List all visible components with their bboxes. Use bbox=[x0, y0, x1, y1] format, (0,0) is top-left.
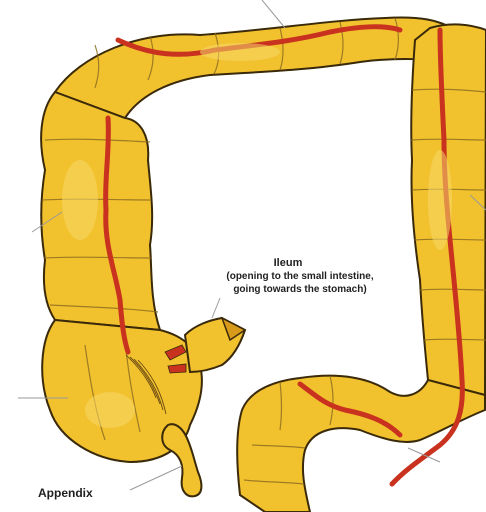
ileum-label-title: Ileum bbox=[274, 257, 303, 269]
ileum-label: Ileum (opening to the small intestine, g… bbox=[226, 257, 373, 295]
colon-illustration bbox=[41, 18, 486, 512]
ascending-colon bbox=[41, 92, 160, 330]
appendix-label: Appendix bbox=[38, 486, 93, 500]
ileum-label-line2: going towards the stomach) bbox=[233, 284, 366, 295]
sigmoid-colon bbox=[237, 376, 485, 512]
transverse-colon bbox=[55, 18, 455, 119]
appendix-shape bbox=[162, 424, 201, 496]
ileum-label-line1: (opening to the small intestine, bbox=[226, 271, 373, 282]
